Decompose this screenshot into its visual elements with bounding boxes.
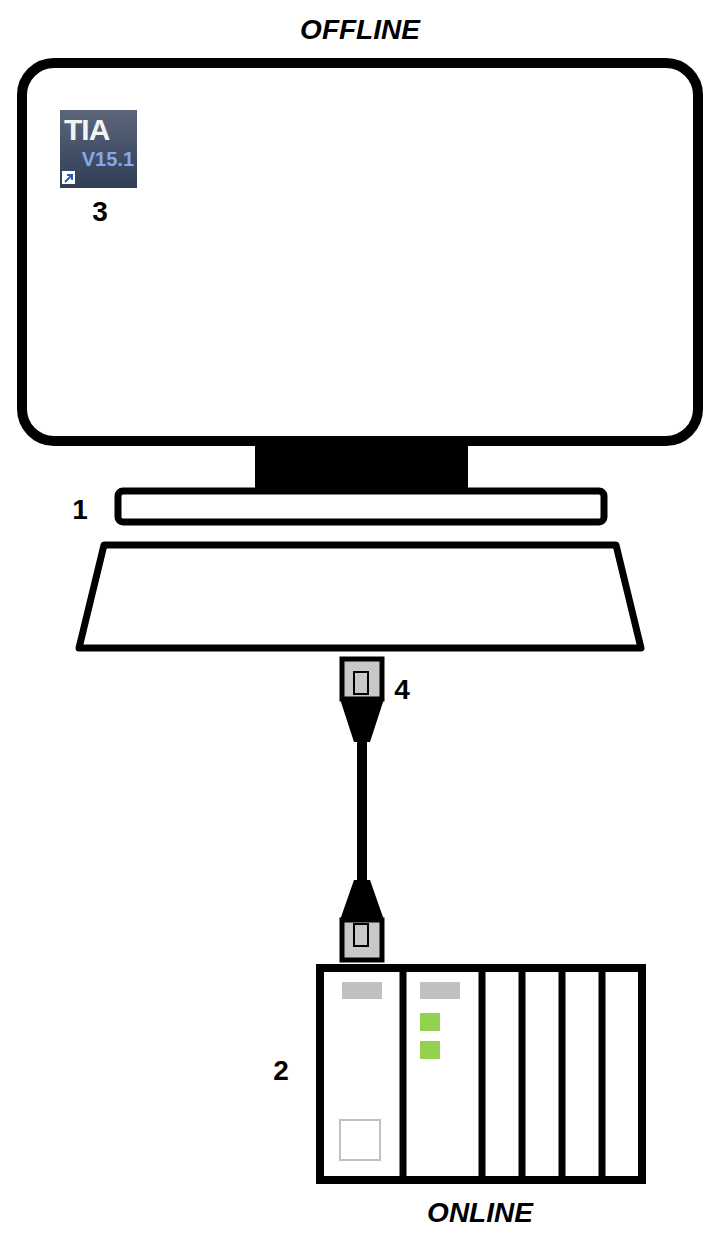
plug-latch (354, 924, 368, 946)
module-divider (479, 968, 486, 1180)
callout-number: 3 (92, 197, 108, 228)
module-divider (519, 968, 526, 1180)
shortcut-glyph (65, 175, 72, 182)
callout-number: 4 (394, 675, 410, 706)
module-port (340, 1120, 380, 1160)
status-led (420, 1013, 440, 1031)
monitor-stand (255, 441, 468, 491)
state-label: ONLINE (427, 1198, 533, 1229)
icon-title: TIA (62, 113, 134, 148)
plug-latch (354, 672, 368, 694)
module-divider (599, 968, 606, 1180)
plc-rack (320, 968, 642, 1180)
module-tab (342, 982, 382, 999)
plug-boot (340, 699, 384, 742)
module-divider (400, 968, 407, 1180)
status-led (420, 1041, 440, 1059)
icon-version: V15.1 (62, 148, 134, 171)
keyboard (79, 545, 641, 648)
monitor-screen (22, 63, 698, 441)
module-divider (559, 968, 566, 1180)
state-label: OFFLINE (300, 15, 420, 46)
ethernet-cable (357, 740, 367, 882)
computer-base (118, 491, 604, 522)
cable-plug (342, 659, 382, 699)
callout-number: 1 (72, 495, 88, 526)
plug-boot (340, 880, 384, 920)
module-tab (420, 982, 460, 999)
shortcut-box (62, 171, 75, 184)
software-icon: TIAV15.1 (60, 110, 137, 188)
cable-plug (342, 920, 382, 960)
callout-number: 2 (273, 1056, 289, 1087)
shortcut-arrow (62, 171, 75, 184)
